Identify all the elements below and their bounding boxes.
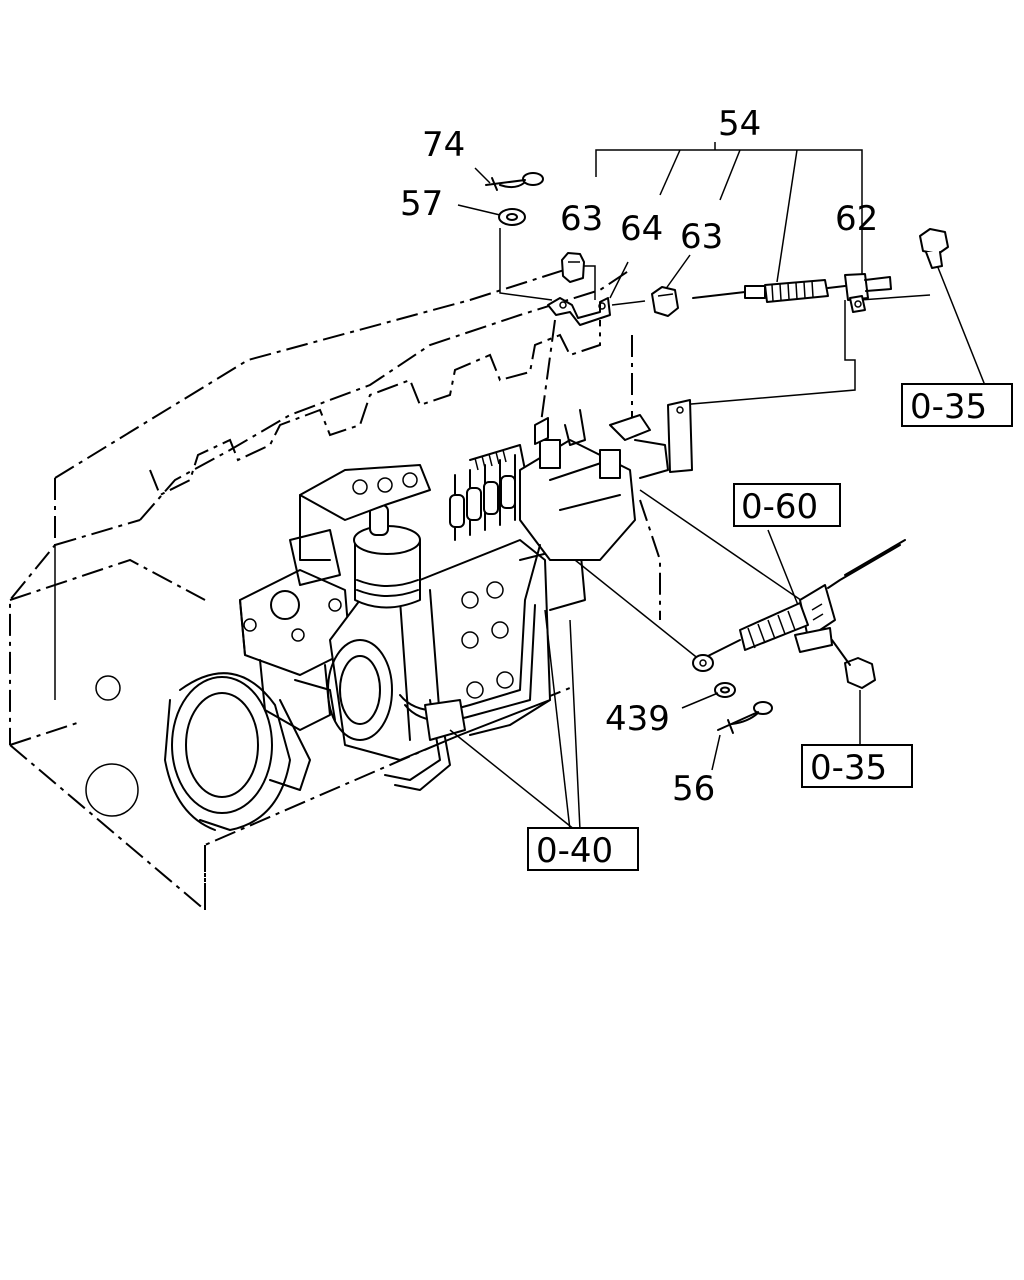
callout-74: 74: [422, 125, 465, 165]
clip-pin-74: [485, 172, 544, 191]
callout-54: 54: [718, 104, 761, 144]
air-compressor: [239, 569, 351, 791]
ref-0-35-bottom: 0-35: [801, 744, 913, 788]
injection-pump: [289, 409, 669, 791]
ref-0-35-top: 0-35: [901, 383, 1013, 427]
bell-housing: [164, 672, 291, 831]
ref-0-40: 0-40: [527, 827, 639, 871]
callout-63-left: 63: [560, 199, 603, 239]
callouts: 54 74 57 63 64 63 62 439 56: [400, 104, 878, 809]
throttle-cable-lower: [692, 539, 906, 672]
mounting-bracket: [534, 399, 693, 473]
cable-62: [692, 273, 892, 313]
nut-63b: [651, 286, 679, 317]
bolt-top: [919, 228, 949, 269]
ref-0-60: 0-60: [733, 483, 841, 527]
callout-64: 64: [620, 209, 663, 249]
washer-439: [714, 682, 736, 698]
callout-439: 439: [605, 699, 670, 739]
ref-0-35-top-label: 0-35: [910, 387, 987, 427]
nut-63a: [561, 252, 585, 283]
callout-63-right: 63: [680, 217, 723, 257]
ref-0-35-bottom-label: 0-35: [810, 748, 887, 788]
washer-57: [498, 208, 526, 226]
callout-62: 62: [835, 199, 878, 239]
ref-0-60-label: 0-60: [741, 487, 818, 527]
clip-pin-56: [717, 701, 773, 734]
leader-lines: [449, 142, 991, 831]
callout-56: 56: [672, 769, 715, 809]
bracket-64: [547, 297, 611, 326]
bolt-bottom: [831, 639, 876, 689]
callout-57: 57: [400, 184, 443, 224]
ref-0-40-label: 0-40: [536, 831, 613, 871]
